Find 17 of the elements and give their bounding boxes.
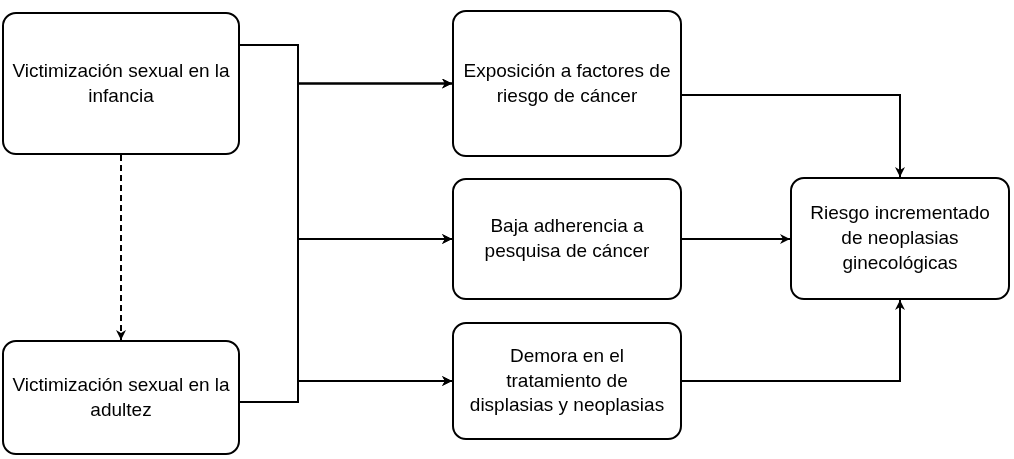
process-box [2, 340, 240, 455]
node-label: Baja adherencia a pesquisa de cáncer [483, 214, 651, 263]
node-label: Victimización sexual en la infancia [12, 58, 230, 108]
node-label: Victimización sexual en la adultez [12, 372, 230, 422]
process-box [790, 177, 1010, 300]
arrow [239, 376, 453, 403]
arrow [681, 94, 905, 178]
process-box [452, 10, 682, 157]
node-label: Riesgo incrementado de neoplasias ginecológicas [809, 201, 991, 275]
node-label: Demora en el tratamiento de displasias y neoplasias [468, 343, 666, 418]
process-box [452, 178, 682, 300]
node-label: Exposición a factores de riesgo de cáncer [462, 58, 672, 108]
arrow [116, 154, 126, 341]
process-box [2, 12, 240, 155]
arrow [681, 234, 791, 244]
process-box [452, 322, 682, 440]
arrow [681, 299, 905, 382]
